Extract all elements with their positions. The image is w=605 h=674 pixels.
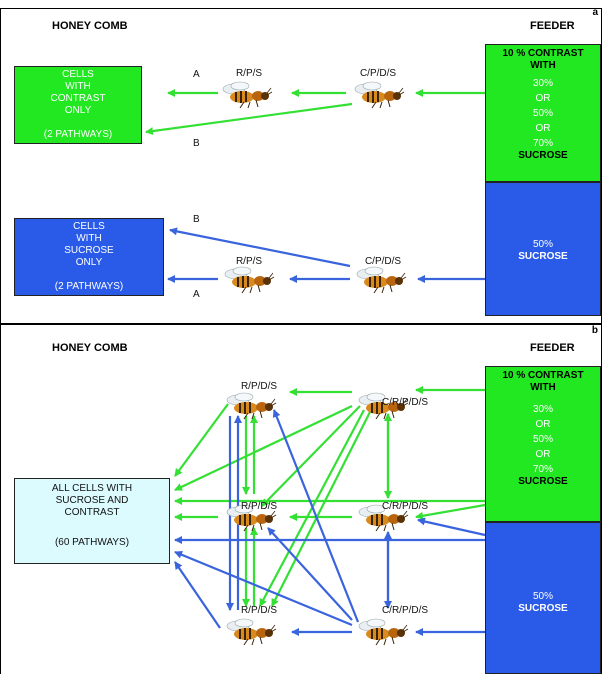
feeder-sucrose-box-a: 50% SUCROSE [485, 182, 601, 316]
box-line: OR [535, 93, 551, 104]
box-line: 30% [532, 78, 553, 89]
box-line: SUCROSE AND [55, 495, 129, 506]
box-line: OR [535, 123, 551, 134]
bee-label: C/R/P/D/S [381, 397, 429, 408]
arrows-panel-b-blue [174, 409, 486, 636]
box-line: (2 PATHWAYS) [43, 129, 113, 140]
box-line: 50% [532, 108, 553, 119]
all-cells-box: ALL CELLS WITH SUCROSE AND CONTRAST (60 … [14, 478, 170, 564]
box-line: CELLS [73, 221, 105, 232]
bee-label: R/P/D/S [240, 501, 278, 512]
box-line: WITH [76, 233, 102, 244]
box-line: 30% [532, 404, 553, 415]
feeder-sucrose-box-b: 50% SUCROSE [485, 522, 601, 674]
arrows-panel-b-green [174, 386, 486, 607]
bee-label: R/P/D/S [240, 605, 278, 616]
bee-icon [226, 618, 277, 646]
box-line: WITH [530, 382, 556, 393]
panel-label-a: a [592, 7, 598, 18]
bee-label: C/P/D/S [359, 68, 397, 79]
path-letter-a: A [193, 69, 200, 80]
honey-comb-title-b: HONEY COMB [52, 342, 128, 354]
box-line: SUCROSE [518, 251, 568, 262]
feeder-contrast-box-b: 10 % CONTRAST WITH 30% OR 50% OR 70% SUC… [485, 366, 601, 522]
path-letter-b: B [193, 138, 200, 149]
feeder-title-a: FEEDER [530, 20, 575, 32]
bee-label: R/P/D/S [240, 381, 278, 392]
box-line: 50% [532, 239, 553, 250]
box-line: (60 PATHWAYS) [54, 537, 130, 548]
box-line: OR [535, 419, 551, 430]
box-line: WITH [530, 60, 556, 71]
box-line: 10 % CONTRAST [502, 370, 584, 381]
box-line: ONLY [64, 105, 92, 116]
panel-a: a [0, 7, 602, 324]
bee-icon [356, 266, 407, 294]
box-line: SUCROSE [518, 603, 568, 614]
box-line: SUCROSE [64, 245, 114, 256]
box-line: SUCROSE [518, 150, 568, 161]
bee-icon [224, 266, 275, 294]
box-line: CONTRAST [64, 507, 120, 518]
box-line: 10 % CONTRAST [502, 48, 584, 59]
panel-b: b [0, 324, 602, 674]
path-letter-b: B [193, 214, 200, 225]
arrows-panel-a [145, 89, 485, 283]
box-line: ALL CELLS WITH [51, 483, 133, 494]
box-line: CONTRAST [50, 93, 106, 104]
box-line: 50% [532, 434, 553, 445]
box-line: 50% [532, 591, 553, 602]
contrast-cells-box: CELLS WITH CONTRAST ONLY (2 PATHWAYS) [14, 66, 142, 144]
panel-label-b: b [591, 325, 598, 336]
path-letter-a: A [193, 289, 200, 300]
feeder-contrast-box-a: 10 % CONTRAST WITH 30% OR 50% OR 70% SUC… [485, 44, 601, 182]
bee-icon [358, 618, 409, 646]
box-line: OR [535, 449, 551, 460]
box-line: (2 PATHWAYS) [54, 281, 124, 292]
box-line: CELLS [62, 69, 94, 80]
sucrose-cells-box: CELLS WITH SUCROSE ONLY (2 PATHWAYS) [14, 218, 164, 296]
bee-icon [226, 392, 277, 420]
bee-icon [354, 81, 405, 109]
box-line: ONLY [75, 257, 103, 268]
bee-label: C/P/D/S [364, 256, 402, 267]
box-line: SUCROSE [518, 476, 568, 487]
bee-label: R/P/S [235, 256, 263, 267]
box-line: 70% [532, 464, 553, 475]
bee-label: C/R/P/D/S [381, 605, 429, 616]
feeder-title-b: FEEDER [530, 342, 575, 354]
honey-comb-title-a: HONEY COMB [52, 20, 128, 32]
bee-label: R/P/S [235, 68, 263, 79]
box-line: 70% [532, 138, 553, 149]
bee-label: C/R/P/D/S [381, 501, 429, 512]
box-line: WITH [65, 81, 91, 92]
bee-icon [222, 81, 273, 109]
